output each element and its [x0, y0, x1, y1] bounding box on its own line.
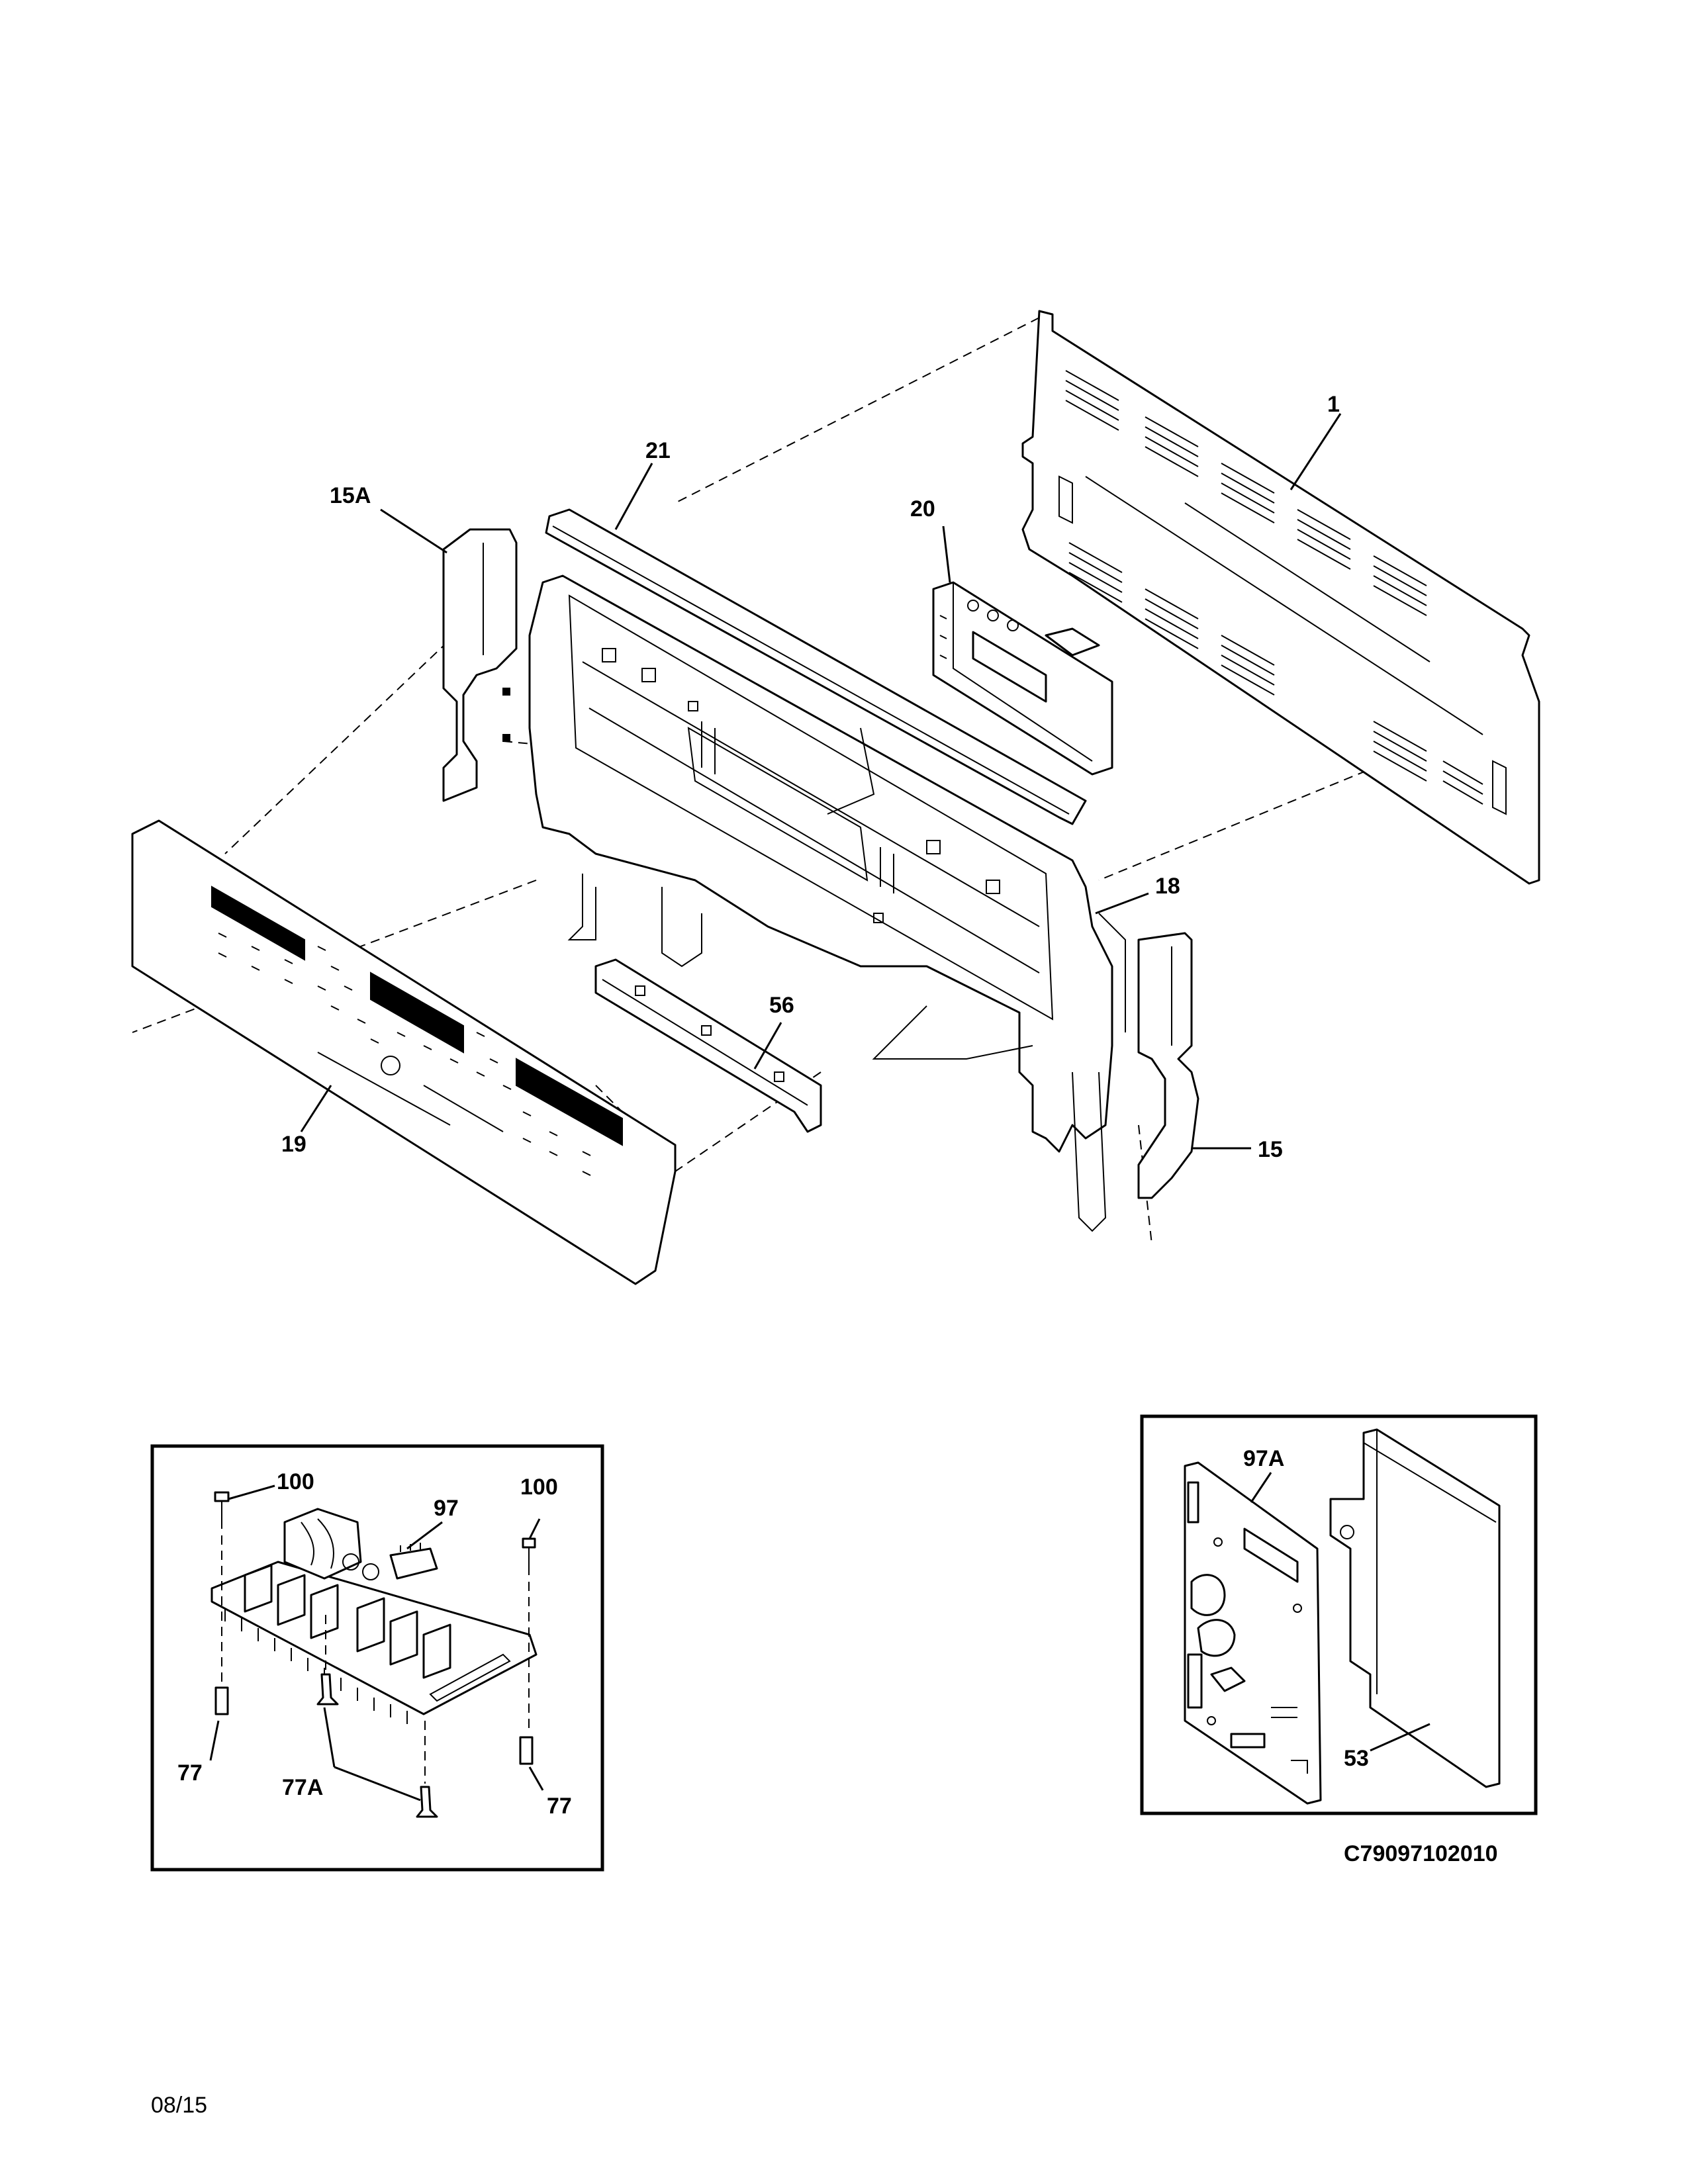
callout-56: 56 — [769, 993, 794, 1018]
callout-97A: 97A — [1243, 1446, 1284, 1471]
part-18-control-housing — [528, 574, 1126, 1232]
part-21-top-trim — [545, 508, 1087, 825]
part-1-back-panel — [1021, 310, 1540, 885]
inset-relay-board: 100 97 100 77 77A 77 — [150, 1444, 604, 1872]
leader-lines — [300, 413, 1342, 1150]
callout-21: 21 — [645, 438, 671, 463]
callout-77A: 77A — [282, 1775, 323, 1800]
callout-1: 1 — [1327, 392, 1340, 417]
callout-53: 53 — [1344, 1746, 1369, 1771]
callout-20: 20 — [910, 496, 935, 522]
callout-19: 19 — [281, 1132, 306, 1157]
callout-77-right: 77 — [547, 1794, 572, 1819]
callout-77-left: 77 — [177, 1760, 203, 1786]
callout-15A: 15A — [330, 483, 371, 508]
callout-100-left: 100 — [277, 1469, 314, 1494]
overlay-buttons — [218, 933, 591, 1176]
inset-power-board: 97A 53 — [1140, 1414, 1538, 1815]
part-15-right-end-cap — [1137, 932, 1199, 1199]
part-15A-left-end-cap — [442, 528, 518, 802]
callout-97: 97 — [434, 1496, 459, 1521]
vent-slots — [1065, 370, 1483, 805]
callout-15: 15 — [1258, 1137, 1283, 1162]
part-20-electronic-control — [932, 581, 1113, 776]
callout-100-right: 100 — [520, 1475, 558, 1500]
drawing-code: C79097102010 — [1344, 1841, 1498, 1866]
part-19-control-overlay — [131, 819, 677, 1285]
date-code: 08/15 — [151, 2093, 207, 2118]
callout-18: 18 — [1155, 874, 1180, 899]
part-56-bracket — [594, 958, 822, 1133]
